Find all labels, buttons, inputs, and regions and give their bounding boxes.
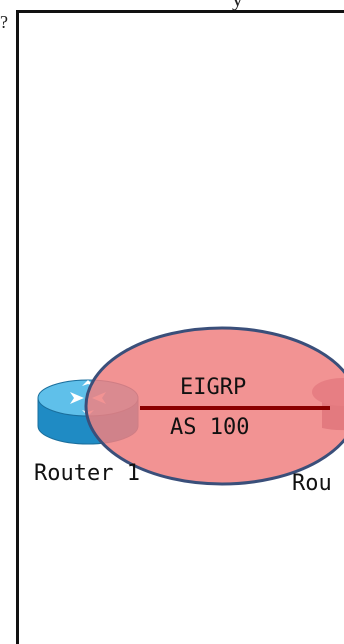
header-partial-text: y: [232, 0, 243, 12]
question-mark: ?: [0, 12, 8, 32]
router-1-label: Router 1: [34, 461, 140, 486]
diagram-frame: [16, 10, 344, 644]
cloud-as-label: AS 100: [170, 415, 249, 440]
cloud-protocol-label: EIGRP: [180, 375, 246, 400]
router-2-label: Rou: [292, 471, 332, 496]
